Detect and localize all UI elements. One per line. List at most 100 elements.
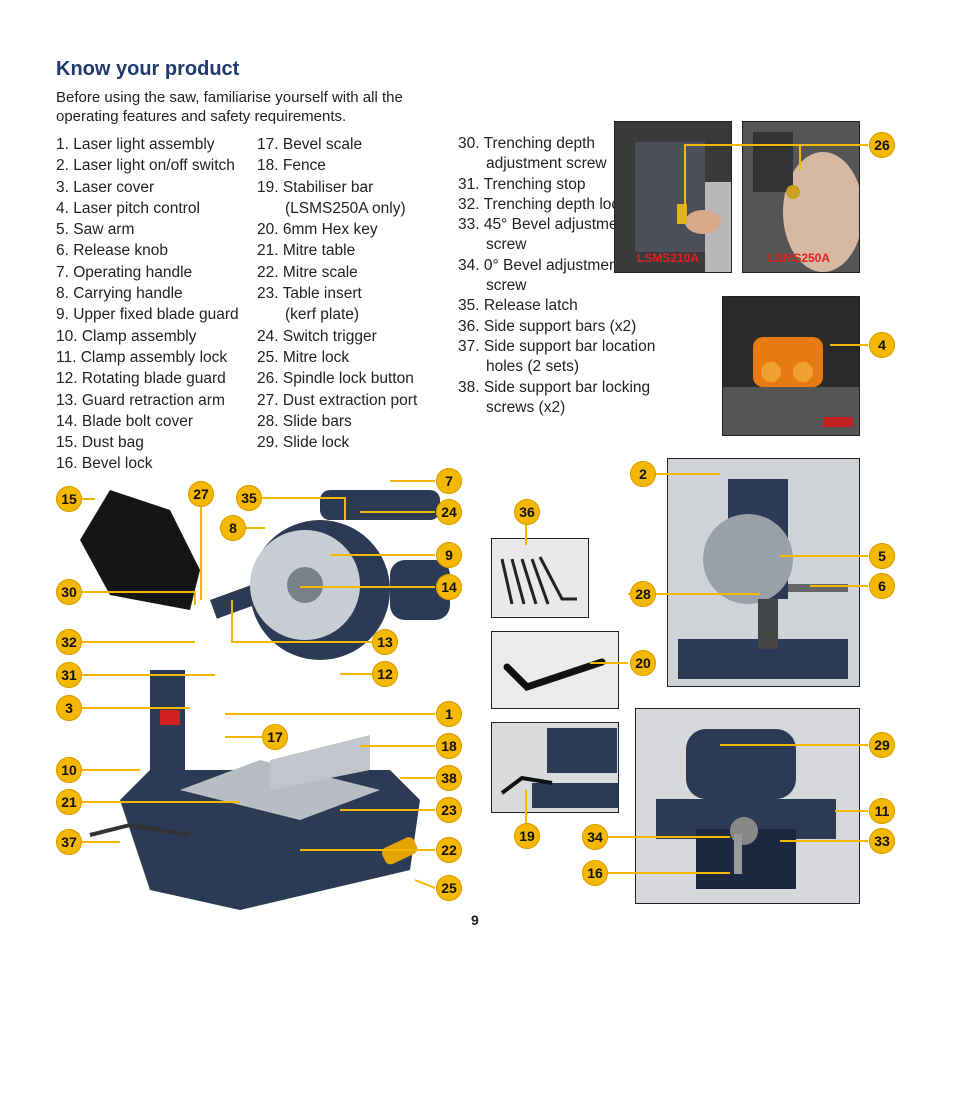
photo-saw-arm <box>667 458 860 687</box>
photo-laser-pitch <box>722 296 860 436</box>
callout-25: 25 <box>436 875 462 901</box>
callout-17: 17 <box>262 724 288 750</box>
list-item: (kerf plate) <box>285 306 360 324</box>
callout-23: 23 <box>436 797 462 823</box>
callout-2: 2 <box>630 461 656 487</box>
list-item: 11. Clamp assembly lock <box>56 348 228 366</box>
main-saw-illustration <box>80 490 450 910</box>
callout-12: 12 <box>372 661 398 687</box>
list-item: 16. Bevel lock <box>56 455 153 473</box>
callout-21: 21 <box>56 789 82 815</box>
callout-16: 16 <box>582 860 608 886</box>
caption-lsms250a: LSMS250A <box>768 251 831 265</box>
list-item: 29. Slide lock <box>257 434 350 452</box>
list-item: 25. Mitre lock <box>257 348 350 366</box>
callout-20: 20 <box>630 650 656 676</box>
callout-6: 6 <box>869 573 895 599</box>
parts-list-col2: 17. Bevel scale 18. Fence 19. Stabiliser… <box>257 134 417 453</box>
list-item: 31. Trenching stop <box>458 175 586 193</box>
spindle-lock-illustration <box>743 122 859 272</box>
intro-text: Before using the saw, familiarise yourse… <box>56 89 403 125</box>
list-item: 2. Laser light on/off switch <box>56 157 235 175</box>
callout-31: 31 <box>56 662 82 688</box>
callout-24: 24 <box>436 499 462 525</box>
callout-15: 15 <box>56 486 82 512</box>
photo-hex-key <box>491 631 619 709</box>
parts-list-col3: 30. Trenching depth adjustment screw 31.… <box>458 134 666 418</box>
list-item: 20. 6mm Hex key <box>257 221 378 239</box>
list-item: 7. Operating handle <box>56 263 193 281</box>
saw-arm-illustration <box>668 459 859 686</box>
callout-9: 9 <box>436 542 462 568</box>
callout-37: 37 <box>56 829 82 855</box>
list-item: 26. Spindle lock button <box>257 370 414 388</box>
list-item: 13. Guard retraction arm <box>56 391 225 409</box>
callout-30: 30 <box>56 579 82 605</box>
callout-5: 5 <box>869 543 895 569</box>
callout-7: 7 <box>436 468 462 494</box>
list-item: 33. 45° Bevel adjustment screw <box>458 216 631 254</box>
list-item: (LSMS250A only) <box>285 199 406 217</box>
callout-1: 1 <box>436 701 462 727</box>
callout-28: 28 <box>630 581 656 607</box>
list-item: 22. Mitre scale <box>257 263 358 281</box>
callout-8: 8 <box>220 515 246 541</box>
callout-35: 35 <box>236 485 262 511</box>
list-item: 34. 0° Bevel adjustment screw <box>458 256 622 295</box>
list-item: 37. Side support bar location holes (2 s… <box>458 337 656 376</box>
callout-19: 19 <box>514 823 540 849</box>
laser-pitch-illustration <box>723 297 859 435</box>
photo-side-support-bars <box>491 538 589 618</box>
list-item: 24. Switch trigger <box>257 327 377 345</box>
list-item: 38. Side support bar locking screws (x2) <box>458 378 651 416</box>
photo-stabiliser-bar <box>491 722 619 813</box>
list-item: 3. Laser cover <box>56 178 155 196</box>
list-item: 28. Slide bars <box>257 412 352 430</box>
list-item: 21. Mitre table <box>257 242 356 260</box>
list-item: 27. Dust extraction port <box>257 391 418 409</box>
callout-29: 29 <box>869 732 895 758</box>
list-item: 19. Stabiliser bar <box>257 178 374 196</box>
callout-33: 33 <box>869 828 895 854</box>
page-number: 9 <box>471 912 479 928</box>
list-item: 30. Trenching depth adjustment screw <box>458 135 607 173</box>
callout-38: 38 <box>436 765 462 791</box>
photo-rear-view <box>635 708 860 904</box>
list-item: 12. Rotating blade guard <box>56 370 226 388</box>
list-item: 35. Release latch <box>458 297 578 315</box>
list-item: 5. Saw arm <box>56 221 135 239</box>
list-item: 8. Carrying handle <box>56 285 183 303</box>
callout-27: 27 <box>188 481 214 507</box>
caption-lsms210a: LSMS210A <box>637 251 700 265</box>
callout-14: 14 <box>436 574 462 600</box>
list-item: 10. Clamp assembly <box>56 327 197 345</box>
list-item: 23. Table insert <box>257 285 362 303</box>
callout-13: 13 <box>372 629 398 655</box>
callout-3: 3 <box>56 695 82 721</box>
callout-36: 36 <box>514 499 540 525</box>
callout-11: 11 <box>869 798 895 824</box>
rear-view-illustration <box>636 709 859 903</box>
callout-34: 34 <box>582 824 608 850</box>
spindle-lock-illustration <box>615 122 731 272</box>
callout-18: 18 <box>436 733 462 759</box>
page-title: Know your product <box>56 58 240 80</box>
list-item: 1. Laser light assembly <box>56 136 215 153</box>
callout-4: 4 <box>869 332 895 358</box>
callout-10: 10 <box>56 757 82 783</box>
callout-26: 26 <box>869 132 895 158</box>
list-item: 4. Laser pitch control <box>56 199 200 217</box>
list-item: 36. Side support bars (x2) <box>458 317 637 335</box>
list-item: 6. Release knob <box>56 242 169 260</box>
list-item: 18. Fence <box>257 157 326 175</box>
photo-spindle-lock-lsms210a <box>614 121 732 273</box>
callout-22: 22 <box>436 837 462 863</box>
support-bars-illustration <box>492 539 588 617</box>
list-item: 9. Upper fixed blade guard <box>56 306 239 324</box>
list-item: 14. Blade bolt cover <box>56 412 194 430</box>
list-item: 15. Dust bag <box>56 434 144 452</box>
hex-key-illustration <box>492 632 618 708</box>
parts-list-col1: 1. Laser light assembly 2. Laser light o… <box>56 134 239 475</box>
callout-32: 32 <box>56 629 82 655</box>
